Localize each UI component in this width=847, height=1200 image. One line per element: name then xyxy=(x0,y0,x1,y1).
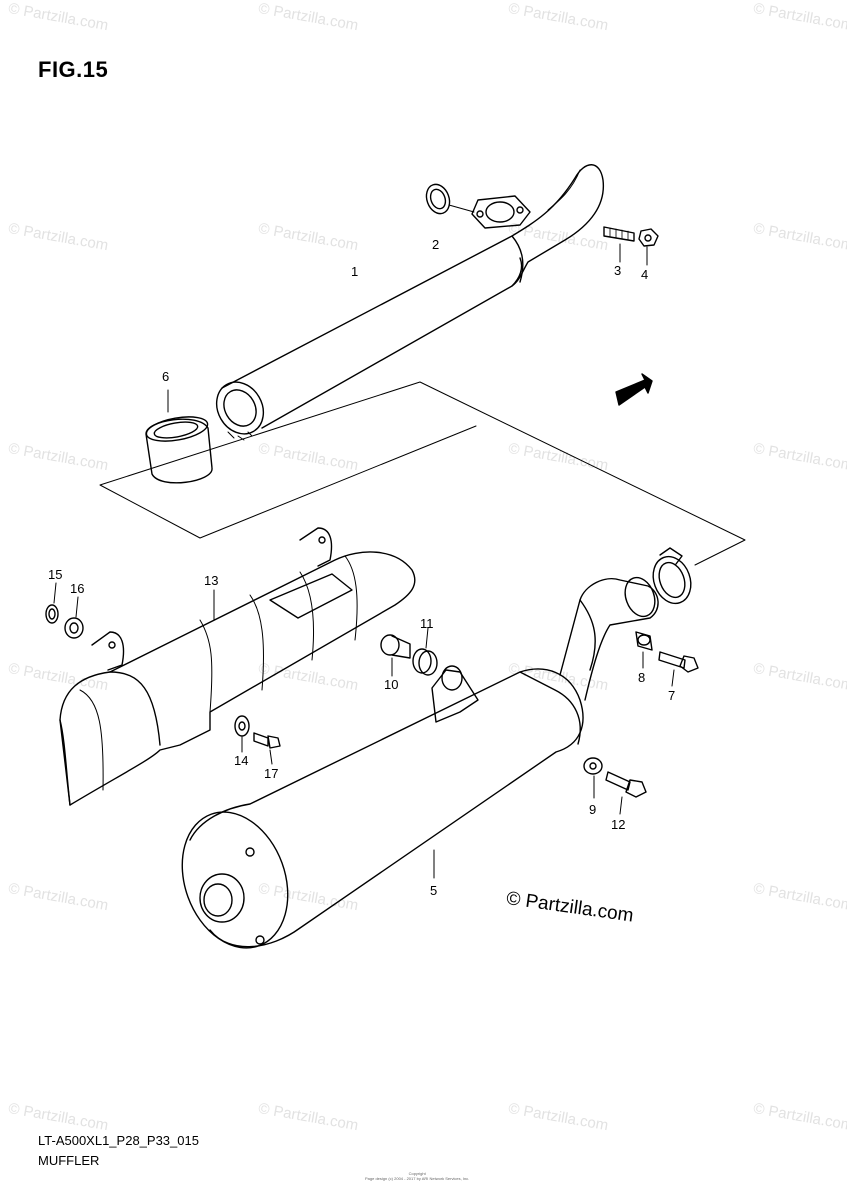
callout-1: 1 xyxy=(351,264,359,279)
callout-6: 6 xyxy=(162,369,170,384)
collar-part-15 xyxy=(45,582,59,624)
fwd-arrow xyxy=(615,373,653,406)
callout-17: 17 xyxy=(264,766,279,781)
bolt-part-7 xyxy=(658,651,699,687)
collar-part-8 xyxy=(635,631,653,669)
callout-2: 2 xyxy=(432,237,440,252)
section-name: MUFFLER xyxy=(38,1153,100,1168)
footer-line: Copyright xyxy=(408,1171,426,1176)
cushion-part-11 xyxy=(412,627,438,676)
footer-copyright-note: Copyright Page design (c) 2004 - 2017 by… xyxy=(365,1171,470,1182)
gasket-part-2 xyxy=(425,183,475,215)
assembly-guide-lines xyxy=(99,381,746,566)
callout-4: 4 xyxy=(641,267,649,282)
collar-part-10 xyxy=(380,634,411,677)
muffler-part-5 xyxy=(181,665,584,949)
callout-11: 11 xyxy=(420,616,434,631)
callout-5: 5 xyxy=(430,883,438,898)
footer-line: Page design (c) 2004 - 2017 by ARI Netwo… xyxy=(365,1175,470,1181)
muffler-inlet-pipe xyxy=(559,576,659,701)
bolt-part-12 xyxy=(605,771,647,815)
washer-part-9 xyxy=(583,757,603,799)
callout-13: 13 xyxy=(204,573,219,588)
exhaust-clamp xyxy=(652,547,692,605)
callout-7: 7 xyxy=(668,688,676,703)
callout-16: 16 xyxy=(70,581,85,596)
washer-part-14 xyxy=(234,715,250,753)
callout-12: 12 xyxy=(611,817,626,832)
callout-3: 3 xyxy=(614,263,622,278)
exhaust-pipe-part-1 xyxy=(215,164,605,441)
callout-8: 8 xyxy=(638,670,646,685)
nut-part-4 xyxy=(638,228,659,266)
callout-14: 14 xyxy=(234,753,249,768)
model-code: LT-A500XL1_P28_P33_015 xyxy=(38,1133,199,1148)
callout-9: 9 xyxy=(589,802,597,817)
bolt-part-17 xyxy=(253,732,281,765)
stud-bolt-part-3 xyxy=(603,226,635,263)
heat-shield-part-13 xyxy=(59,527,416,806)
grommet-part-16 xyxy=(64,596,84,639)
connector-sleeve-part-6 xyxy=(145,389,213,484)
callout-10: 10 xyxy=(384,677,399,692)
callout-15: 15 xyxy=(48,567,63,582)
figure-title: FIG.15 xyxy=(38,57,109,82)
exhaust-flange xyxy=(471,195,531,229)
